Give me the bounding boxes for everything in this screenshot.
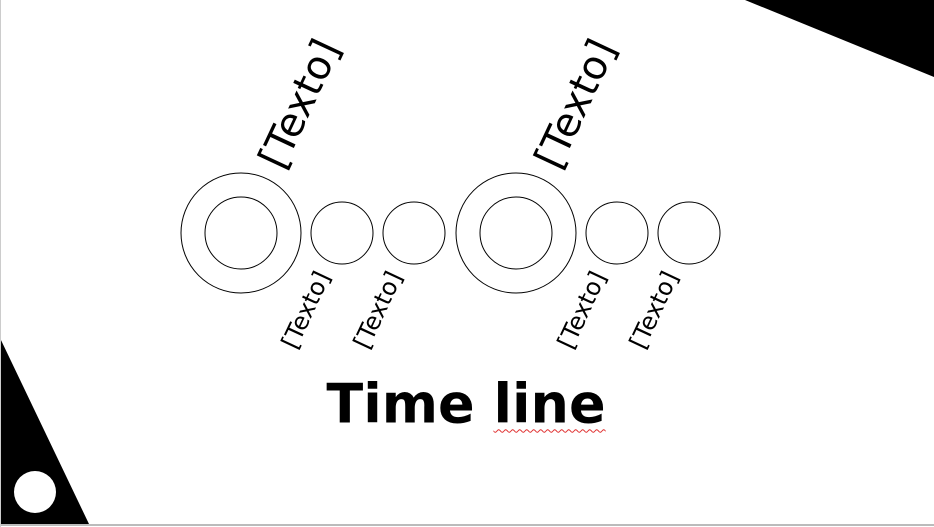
step-circle-3: [585, 201, 649, 265]
step-circle-1: [310, 201, 374, 265]
milestone-inner-circle-1: [204, 196, 278, 270]
title-word-line: line: [493, 372, 606, 436]
top-right-decoration: [745, 0, 934, 77]
slide-title[interactable]: Time line: [326, 373, 605, 436]
milestone-outer-circle-2: [455, 172, 577, 294]
milestone-inner-circle-2: [479, 196, 553, 270]
step-circle-2: [382, 201, 446, 265]
milestone-outer-circle-1: [180, 172, 302, 294]
step-circle-4: [657, 201, 721, 265]
decoration-dot: [14, 471, 56, 513]
title-word-time: Time: [326, 372, 475, 436]
